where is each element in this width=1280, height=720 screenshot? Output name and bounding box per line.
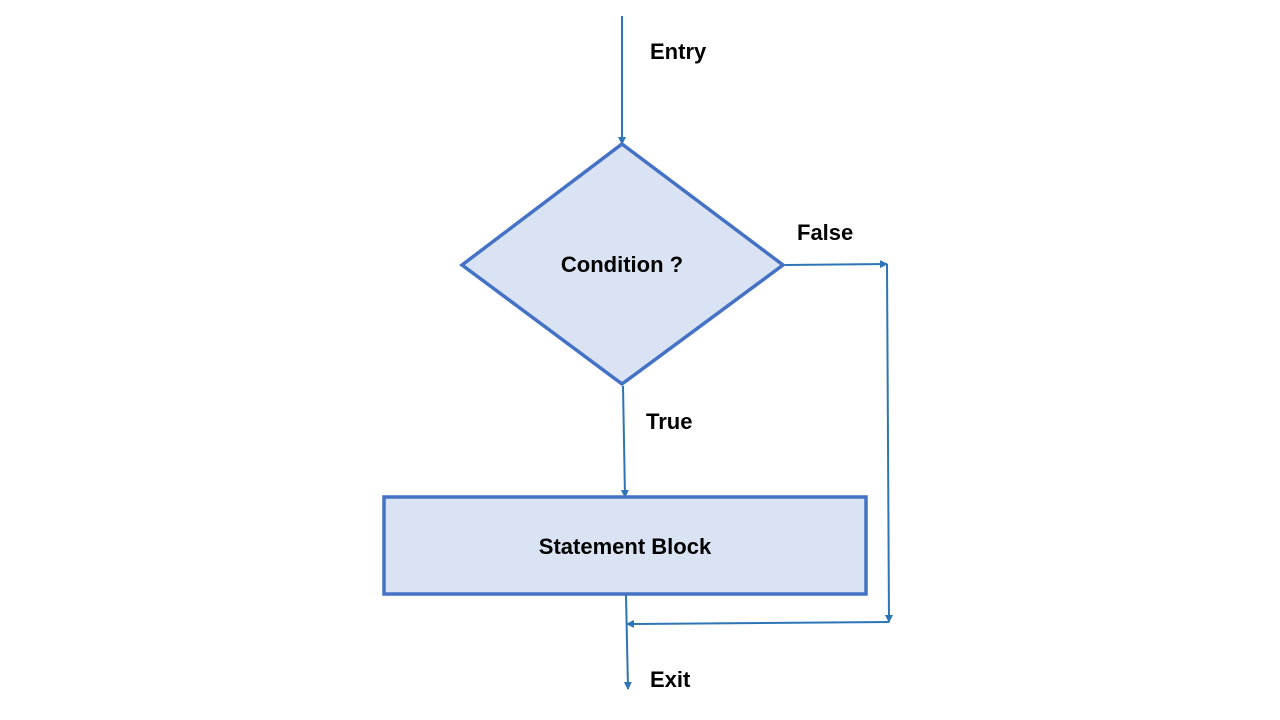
false-arrow-down <box>884 263 893 623</box>
true-arrow <box>620 385 629 498</box>
statement-block-box <box>382 495 868 596</box>
decision-label: Condition ? <box>560 252 684 277</box>
false-arrow-right <box>784 260 888 269</box>
false-arrow-return <box>626 619 890 628</box>
false-branch-label: False <box>797 220 854 245</box>
decision-diamond <box>459 141 786 387</box>
statement-block-label: Statement Block <box>538 534 712 559</box>
entry-label: Entry <box>650 39 707 64</box>
true-branch-label: True <box>646 409 693 434</box>
exit-arrow <box>623 594 632 690</box>
exit-label: Exit <box>650 667 691 692</box>
